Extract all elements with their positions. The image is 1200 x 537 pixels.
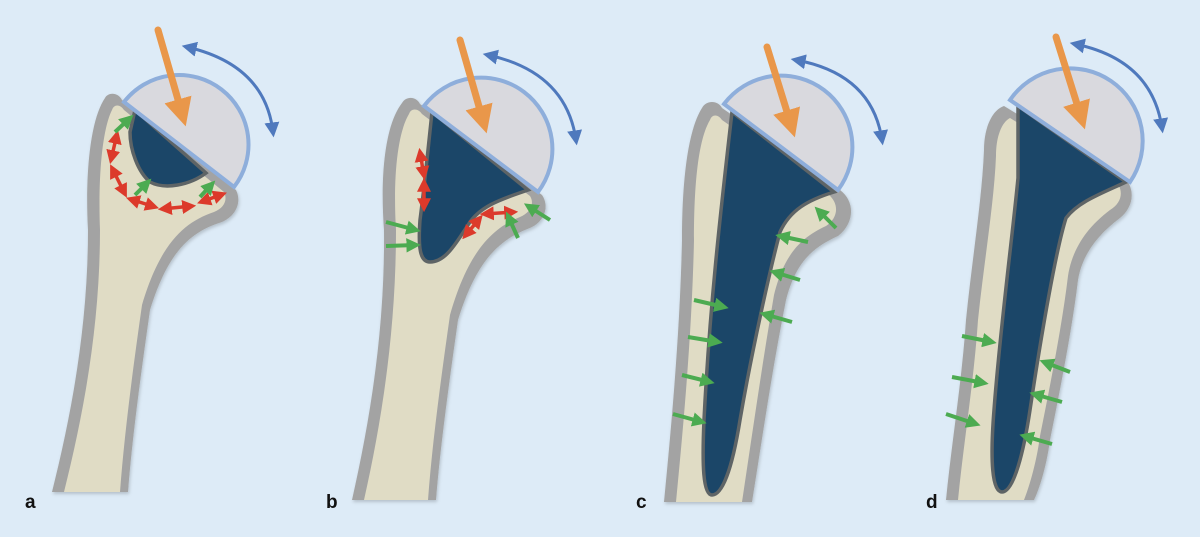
panel-label-d: d bbox=[926, 492, 938, 513]
panel-c: c bbox=[636, 43, 888, 513]
fixation-arrow-icon bbox=[687, 333, 723, 348]
rotation-arrow-icon bbox=[790, 54, 888, 146]
micromotion-arrow-icon bbox=[197, 190, 227, 206]
implant bbox=[121, 73, 251, 190]
fixation-arrow-icon bbox=[951, 374, 989, 389]
load-arrow-icon bbox=[154, 26, 192, 127]
fixation-arrow-icon bbox=[693, 297, 729, 312]
fixation-arrow-icon bbox=[672, 412, 707, 427]
micromotion-arrow-icon bbox=[157, 200, 197, 215]
fixation-arrow-icon bbox=[814, 206, 838, 230]
panel-a: a bbox=[25, 26, 280, 513]
fixation-arrows bbox=[113, 114, 216, 199]
panel-label-b: b bbox=[326, 492, 338, 513]
fixation-arrow-icon bbox=[385, 220, 421, 235]
fixation-arrow-icon bbox=[198, 180, 216, 199]
fixation-arrows bbox=[672, 206, 838, 427]
micromotion-arrow-icon bbox=[110, 164, 127, 198]
fixation-arrow-icon bbox=[1029, 389, 1063, 404]
fixation-arrow-icon bbox=[775, 230, 809, 246]
fixation-arrow-icon bbox=[113, 114, 134, 134]
micromotion-arrow-icon bbox=[106, 129, 122, 165]
fixation-arrow-icon bbox=[1039, 358, 1071, 374]
fixation-arrow-icon bbox=[385, 238, 421, 253]
micromotion-arrow-icon bbox=[479, 205, 519, 221]
micromotion-arrow-icon bbox=[414, 147, 430, 181]
fixation-arrows bbox=[945, 333, 1071, 446]
rotation-arrow-icon bbox=[1069, 38, 1169, 134]
fixation-arrow-icon bbox=[523, 203, 552, 222]
fixation-arrows bbox=[385, 203, 552, 253]
rotation-arrow-icon bbox=[482, 49, 583, 146]
rotation-arrow-icon bbox=[181, 41, 280, 138]
fixation-arrow-icon bbox=[945, 412, 981, 428]
implant-stem bbox=[990, 102, 1130, 494]
micromotion-arrows bbox=[106, 129, 227, 215]
fixation-arrow-icon bbox=[769, 267, 801, 282]
micromotion-arrow-icon bbox=[462, 214, 483, 240]
micromotion-arrows bbox=[414, 147, 519, 240]
fixation-arrow-icon bbox=[681, 372, 715, 387]
panel-d: d bbox=[926, 33, 1169, 513]
fixation-arrow-icon bbox=[1019, 431, 1053, 446]
load-arrow-icon bbox=[456, 36, 493, 134]
panel-label-c: c bbox=[636, 492, 647, 513]
load-arrow-icon bbox=[763, 43, 801, 138]
fixation-arrow-icon bbox=[961, 333, 997, 348]
panel-b: b bbox=[326, 36, 583, 513]
fixation-arrow-icon bbox=[759, 309, 793, 324]
panel-label-a: a bbox=[25, 492, 36, 513]
fixation-arrow-icon bbox=[505, 211, 520, 239]
micromotion-arrow-icon bbox=[125, 195, 160, 211]
fixation-arrow-icon bbox=[133, 178, 152, 197]
